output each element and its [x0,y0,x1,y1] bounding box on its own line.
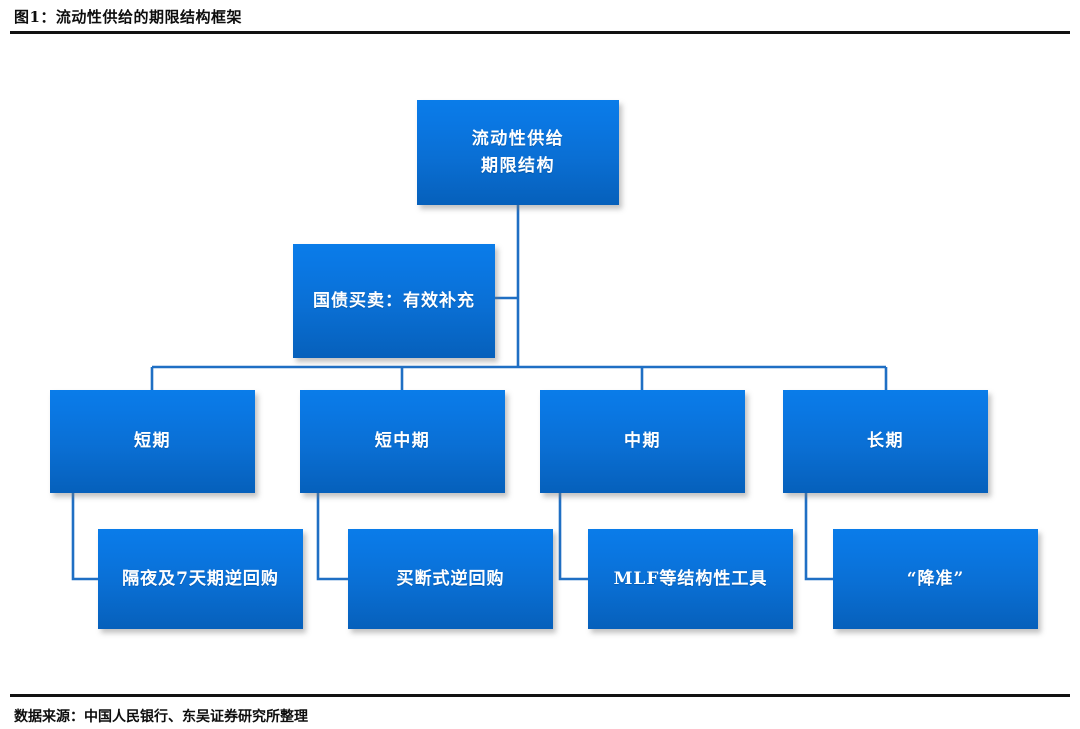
source-note: 数据来源：中国人民银行、东吴证券研究所整理 [14,709,308,725]
node-mlf-structural-tools[interactable]: MLF等结构性工具 [588,529,793,629]
node-short-term[interactable]: 短期 [50,390,255,493]
node-short-mid-term[interactable]: 短中期 [300,390,505,493]
node-mlf-structural-tools-label: MLF等结构性工具 [613,568,768,589]
node-mid-term-label: 中期 [624,431,661,452]
connector-mid-to-mlf [558,493,588,581]
header-divider-rule [10,31,1070,34]
node-outright-reverse-repo[interactable]: 买断式逆回购 [348,529,553,629]
connector-short-to-repo [71,493,98,581]
node-sidenote-label: 国债买卖：有效补充 [313,290,475,311]
node-root-label: 流动性供给 期限结构 [471,129,565,176]
node-long-term-label: 长期 [867,431,904,452]
node-overnight-7day-reverse-repo[interactable]: 隔夜及7天期逆回购 [98,529,303,629]
node-root[interactable]: 流动性供给 期限结构 [417,100,619,205]
node-mid-term[interactable]: 中期 [540,390,745,493]
node-outright-reverse-repo-label: 买断式逆回购 [396,568,505,589]
node-long-term[interactable]: 长期 [783,390,988,493]
org-chart-diagram: 流动性供给 期限结构 国债买卖：有效补充 短期 短中期 中期 长期 隔夜及7天期… [0,33,1080,694]
connector-layer [71,205,888,581]
figure-header: 图1：流动性供给的期限结构框架 [0,0,1080,34]
node-rrr-cut-label: “降准” [906,568,965,589]
node-short-term-label: 短期 [134,431,171,452]
footer-divider-rule [10,694,1070,697]
connector-long-to-rrr [804,493,833,581]
node-short-mid-term-label: 短中期 [374,431,431,452]
node-overnight-7day-reverse-repo-label: 隔夜及7天期逆回购 [122,568,279,589]
figure-title: 图1：流动性供给的期限结构框架 [14,8,242,26]
node-sidenote-government-bond-trading[interactable]: 国债买卖：有效补充 [293,244,495,358]
connector-shortmid-to-outright [316,493,348,581]
node-rrr-cut[interactable]: “降准” [833,529,1038,629]
